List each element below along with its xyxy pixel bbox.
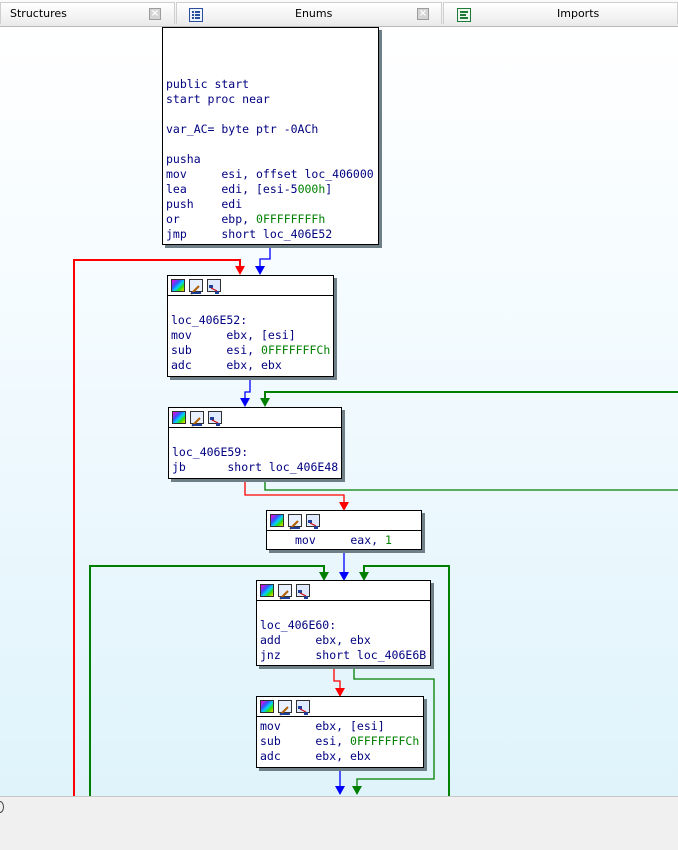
node-header [257, 581, 430, 601]
rename-icon[interactable] [278, 700, 292, 716]
node-header [169, 408, 341, 428]
code-line: mov eax, 1 [295, 533, 392, 547]
graph-view[interactable]: public start start proc near var_AC= byt… [0, 27, 678, 796]
code-line: public start [166, 77, 250, 91]
rename-icon[interactable] [278, 584, 292, 600]
arrow-head [260, 398, 270, 407]
arrow-head [319, 572, 329, 581]
edge-loc-406e59-true [264, 478, 678, 491]
node-loc-406e60[interactable]: loc_406E60: add ebx, ebx jnz short loc_4… [256, 580, 431, 666]
tab-bar: Structures × Enums × [0, 0, 678, 27]
code-line: jmp short loc_406E52 [166, 227, 333, 241]
rename-icon[interactable] [189, 279, 203, 295]
arrow-head [235, 266, 245, 275]
scroll-left-icon[interactable] [0, 801, 4, 813]
node-next[interactable]: mov ebx, [esi] sub esi, 0FFFFFFFCh adc e… [256, 696, 424, 768]
code-line: var_AC= byte ptr -0ACh [166, 122, 319, 136]
graph-overview-icon[interactable] [208, 411, 222, 426]
graph-overview-icon[interactable] [207, 279, 221, 294]
color-palette-icon[interactable] [260, 584, 274, 597]
tab-enums-label: Enums [295, 7, 333, 20]
color-palette-icon[interactable] [260, 700, 274, 713]
graph-overview-icon[interactable] [296, 700, 310, 715]
code-line: loc_406E60: [260, 618, 337, 632]
tab-imports[interactable]: Imports [443, 2, 678, 24]
graph-edges [73, 244, 678, 796]
color-palette-icon[interactable] [270, 514, 284, 527]
code-line: sub esi, 0FFFFFFFCh [260, 734, 420, 748]
close-icon[interactable]: × [417, 8, 429, 20]
node-loc-406e59[interactable]: loc_406E59: jb short loc_406E48 [168, 407, 342, 479]
edge-loc-406e60-true [353, 664, 435, 789]
tab-structures-label: Structures [10, 7, 67, 20]
arrow-head [352, 786, 362, 795]
arrow-head [359, 572, 369, 581]
code-line: loc_406E59: [172, 445, 249, 459]
edge-loc-406e59-to-mov [244, 478, 345, 509]
code-line: mov ebx, [esi] [260, 719, 385, 733]
node-loc-406e52[interactable]: loc_406E52: mov ebx, [esi] sub esi, 0FFF… [167, 275, 334, 377]
enums-icon [189, 7, 203, 22]
rename-icon[interactable] [190, 411, 204, 427]
arrow-head [339, 502, 349, 511]
code-line: adc ebx, ebx [260, 749, 371, 763]
code-line: or ebp, 0FFFFFFFFh [166, 212, 326, 226]
arrow-head [335, 688, 345, 697]
color-palette-icon[interactable] [171, 279, 185, 292]
code-line: add ebx, ebx [260, 633, 371, 647]
graph-overview-icon[interactable] [306, 514, 320, 529]
code-line: loc_406E52: [171, 313, 248, 327]
tab-structures[interactable]: Structures × [0, 2, 175, 24]
code-line: adc ebx, ebx [171, 358, 282, 372]
code-line: sub esi, 0FFFFFFFCh [171, 343, 331, 357]
code-line: mov ebx, [esi] [171, 328, 296, 342]
arrow-head [335, 786, 345, 795]
color-palette-icon[interactable] [172, 411, 186, 424]
rename-icon[interactable] [288, 514, 302, 530]
node-start[interactable]: public start start proc near var_AC= byt… [162, 27, 379, 245]
tab-enums[interactable]: Enums × [176, 2, 442, 24]
code-line: lea edi, [esi-5000h] [166, 182, 333, 196]
arrow-head [255, 266, 265, 275]
node-mov-eax[interactable]: mov eax, 1 [266, 510, 422, 550]
tab-imports-label: Imports [557, 7, 600, 20]
code-line: start proc near [166, 92, 270, 106]
code-line: jb short loc_406E48 [172, 460, 339, 474]
status-bar [0, 818, 678, 850]
close-icon[interactable]: × [149, 8, 161, 20]
edge-back-green-to-loc-406e59 [264, 391, 678, 405]
arrow-head [240, 398, 250, 407]
node-header [267, 511, 421, 531]
imports-icon [457, 7, 471, 22]
arrow-head [339, 572, 349, 581]
code-line: mov esi, offset loc_406000 [166, 167, 374, 181]
code-line: push edi [166, 197, 243, 211]
node-header [257, 697, 423, 717]
node-header [168, 276, 333, 296]
graph-overview-icon[interactable] [296, 584, 310, 599]
horizontal-scrollbar[interactable] [0, 796, 678, 819]
code-line: jnz short loc_406E6B [260, 648, 427, 662]
code-line: pusha [166, 152, 201, 166]
